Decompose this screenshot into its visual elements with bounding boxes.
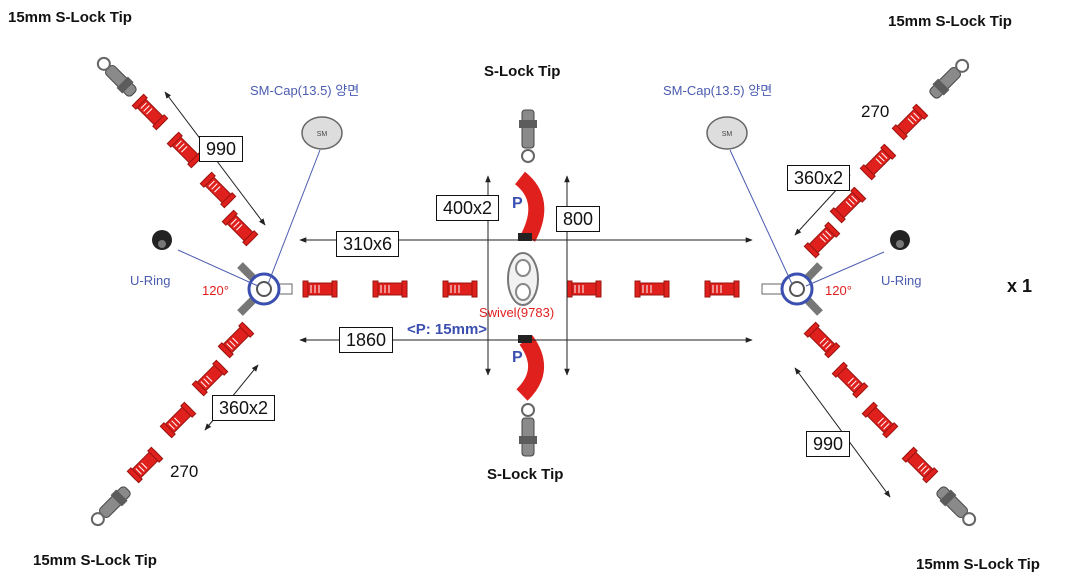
dim-800: 800 bbox=[556, 206, 601, 232]
dim-360x2-left: 360x2 bbox=[212, 395, 276, 421]
sm-cap-left: SM bbox=[301, 116, 343, 150]
sm-cap-right: SM bbox=[706, 116, 748, 150]
label-tip-bottom-right: 15mm S-Lock Tip bbox=[916, 556, 1040, 573]
label-tip-top-right: 15mm S-Lock Tip bbox=[888, 13, 1012, 30]
dim-400x2: 400x2 bbox=[436, 195, 500, 221]
u-ring-right bbox=[890, 230, 910, 250]
tip-bottom-center bbox=[519, 403, 537, 457]
label-tip-top-center: S-Lock Tip bbox=[484, 63, 561, 80]
hub-left bbox=[237, 262, 281, 316]
p-marker-top: P bbox=[512, 195, 523, 212]
arm-bottom-right bbox=[803, 321, 981, 531]
label-u-ring-right: U-Ring bbox=[881, 273, 922, 288]
tip-top-center bbox=[519, 109, 537, 163]
label-angle-right: 120° bbox=[825, 283, 852, 298]
p-marker-bottom: P bbox=[512, 349, 523, 366]
svg-text:SM: SM bbox=[317, 131, 328, 138]
dim-310x6: 310x6 bbox=[336, 231, 400, 257]
label-tip-bottom-left: 15mm S-Lock Tip bbox=[33, 552, 157, 569]
dim-990-left: 990 bbox=[199, 136, 244, 162]
label-cap-left: SM-Cap(13.5) 양면 bbox=[250, 83, 360, 98]
bend-top bbox=[514, 171, 545, 242]
label-u-ring-left: U-Ring bbox=[130, 273, 171, 288]
label-tip-top-left: 15mm S-Lock Tip bbox=[8, 9, 132, 26]
label-angle-left: 120° bbox=[202, 283, 229, 298]
arm-bottom-left bbox=[86, 321, 255, 531]
dim-360x2-right: 360x2 bbox=[787, 165, 851, 191]
hub-right bbox=[780, 262, 823, 316]
swivel bbox=[507, 252, 539, 306]
dim-270-left: 270 bbox=[170, 462, 199, 481]
label-cap-right: SM-Cap(13.5) 양면 bbox=[663, 83, 773, 98]
svg-text:SM: SM bbox=[722, 131, 733, 138]
dim-990-right: 990 bbox=[806, 431, 851, 457]
label-swivel: Swivel(9783) bbox=[479, 305, 555, 320]
label-quantity: x 1 bbox=[1007, 276, 1033, 296]
leader-lines bbox=[177, 149, 885, 287]
dim-270-right: 270 bbox=[861, 102, 890, 121]
arm-top-right bbox=[803, 54, 974, 259]
label-pitch: <P: 15mm> bbox=[407, 321, 488, 338]
dim-1860: 1860 bbox=[339, 327, 394, 353]
label-tip-bottom-center: S-Lock Tip bbox=[487, 466, 564, 483]
u-ring-left bbox=[152, 230, 172, 250]
